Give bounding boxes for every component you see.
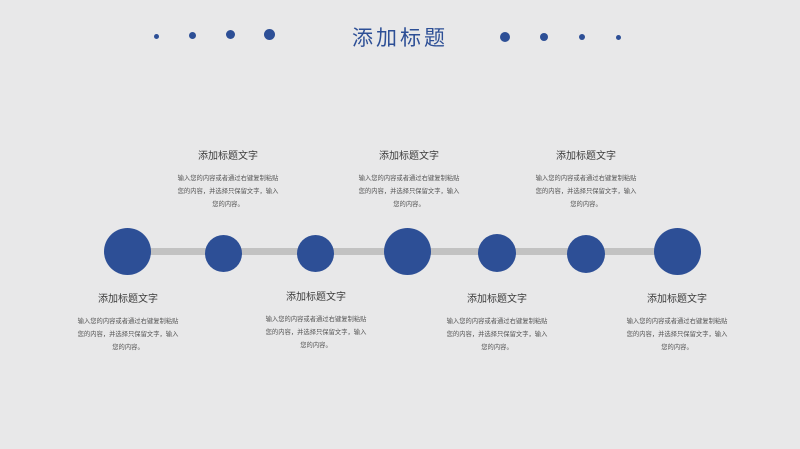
item-title: 添加标题文字 bbox=[286, 292, 346, 303]
decor-dot bbox=[189, 32, 196, 39]
timeline-item-top: 添加标题文字 输入您的内容或者通过右键复制粘贴 您的内容，并选择只保留文字，输入… bbox=[163, 150, 293, 211]
item-description: 输入您的内容或者通过右键复制粘贴 您的内容，并选择只保留文字，输入 您的内容。 bbox=[265, 316, 367, 349]
timeline-item-top: 添加标题文字 输入您的内容或者通过右键复制粘贴 您的内容，并选择只保留文字，输入… bbox=[344, 150, 474, 211]
decor-dot bbox=[616, 35, 621, 40]
item-description: 输入您的内容或者通过右键复制粘贴 您的内容，并选择只保留文字，输入 您的内容。 bbox=[177, 175, 279, 208]
item-description: 输入您的内容或者通过右键复制粘贴 您的内容，并选择只保留文字，输入 您的内容。 bbox=[446, 318, 548, 351]
timeline-node bbox=[384, 228, 431, 275]
timeline-node bbox=[205, 235, 242, 272]
timeline-node bbox=[654, 228, 701, 275]
decor-dot bbox=[540, 33, 548, 41]
item-title: 添加标题文字 bbox=[556, 151, 616, 162]
item-description: 输入您的内容或者通过右键复制粘贴 您的内容，并选择只保留文字，输入 您的内容。 bbox=[77, 318, 179, 351]
item-title: 添加标题文字 bbox=[198, 151, 258, 162]
page-title: 添加标题 bbox=[352, 26, 448, 50]
item-description: 输入您的内容或者通过右键复制粘贴 您的内容，并选择只保留文字，输入 您的内容。 bbox=[535, 175, 637, 208]
timeline-node bbox=[478, 234, 516, 272]
timeline-node bbox=[567, 235, 605, 273]
item-title: 添加标题文字 bbox=[647, 294, 707, 305]
timeline-item-bottom: 添加标题文字 输入您的内容或者通过右键复制粘贴 您的内容，并选择只保留文字，输入… bbox=[612, 293, 742, 354]
decor-dot bbox=[154, 34, 159, 39]
timeline-node bbox=[104, 228, 151, 275]
item-title: 添加标题文字 bbox=[98, 294, 158, 305]
item-title: 添加标题文字 bbox=[379, 151, 439, 162]
timeline-node bbox=[297, 235, 334, 272]
item-description: 输入您的内容或者通过右键复制粘贴 您的内容，并选择只保留文字，输入 您的内容。 bbox=[626, 318, 728, 351]
decor-dot bbox=[264, 29, 275, 40]
timeline-item-bottom: 添加标题文字 输入您的内容或者通过右键复制粘贴 您的内容，并选择只保留文字，输入… bbox=[251, 291, 381, 352]
decor-dot bbox=[226, 30, 235, 39]
decor-dot bbox=[579, 34, 585, 40]
timeline-item-top: 添加标题文字 输入您的内容或者通过右键复制粘贴 您的内容，并选择只保留文字，输入… bbox=[521, 150, 651, 211]
item-title: 添加标题文字 bbox=[467, 294, 527, 305]
timeline-item-bottom: 添加标题文字 输入您的内容或者通过右键复制粘贴 您的内容，并选择只保留文字，输入… bbox=[432, 293, 562, 354]
item-description: 输入您的内容或者通过右键复制粘贴 您的内容，并选择只保留文字，输入 您的内容。 bbox=[358, 175, 460, 208]
timeline-item-bottom: 添加标题文字 输入您的内容或者通过右键复制粘贴 您的内容，并选择只保留文字，输入… bbox=[63, 293, 193, 354]
decor-dot bbox=[500, 32, 510, 42]
